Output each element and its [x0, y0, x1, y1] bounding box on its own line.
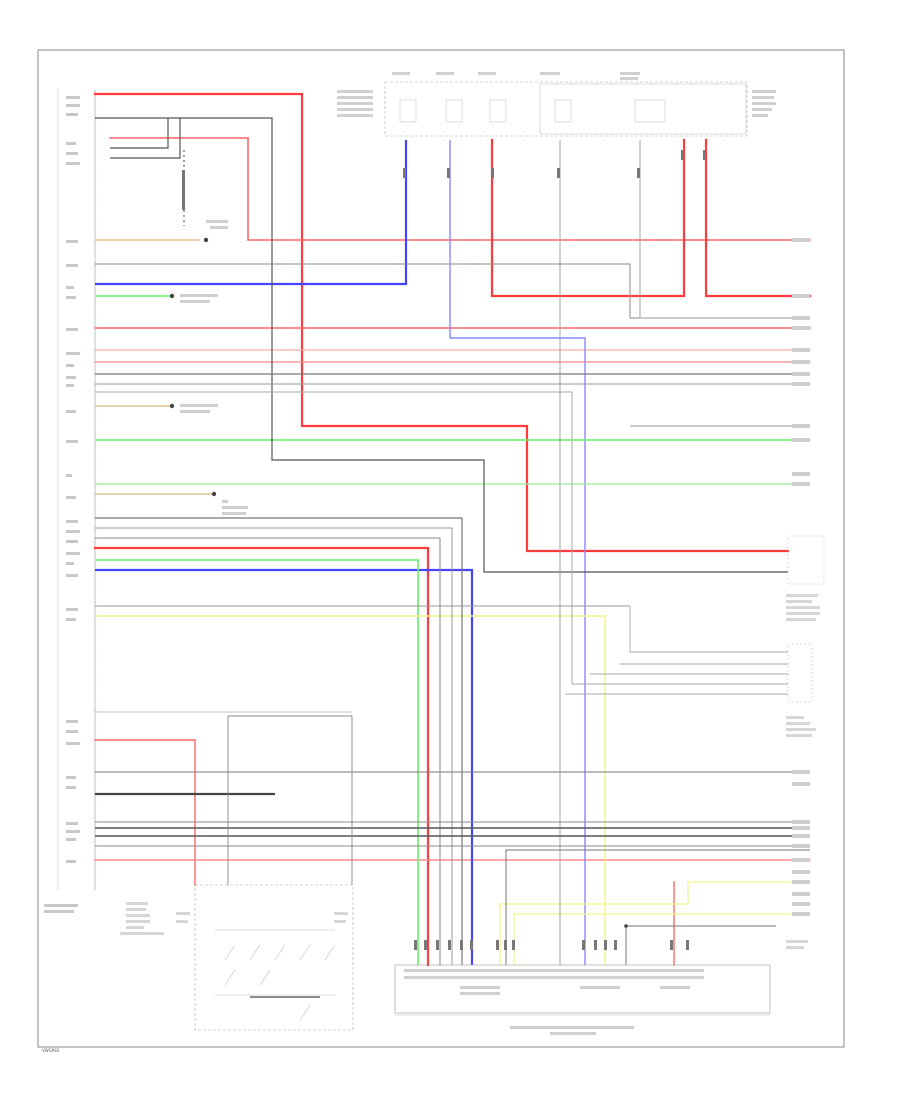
yellow-wires	[95, 239, 810, 965]
black-wires	[95, 117, 810, 965]
fuse-relay-box	[337, 72, 776, 137]
right-components	[786, 535, 825, 949]
left-connector	[44, 88, 97, 913]
splice-notes	[180, 220, 248, 515]
wire-markers	[182, 150, 706, 210]
red-wires	[93, 92, 812, 967]
switch-assembly	[120, 884, 354, 1031]
meter-connector	[394, 940, 771, 1035]
diagram-border	[37, 49, 845, 1048]
figure-code: VWGP83	[42, 1048, 60, 1053]
splice-points	[169, 237, 628, 928]
blue-wires	[95, 140, 586, 965]
green-wires	[95, 295, 810, 965]
right-terminals	[792, 238, 810, 916]
